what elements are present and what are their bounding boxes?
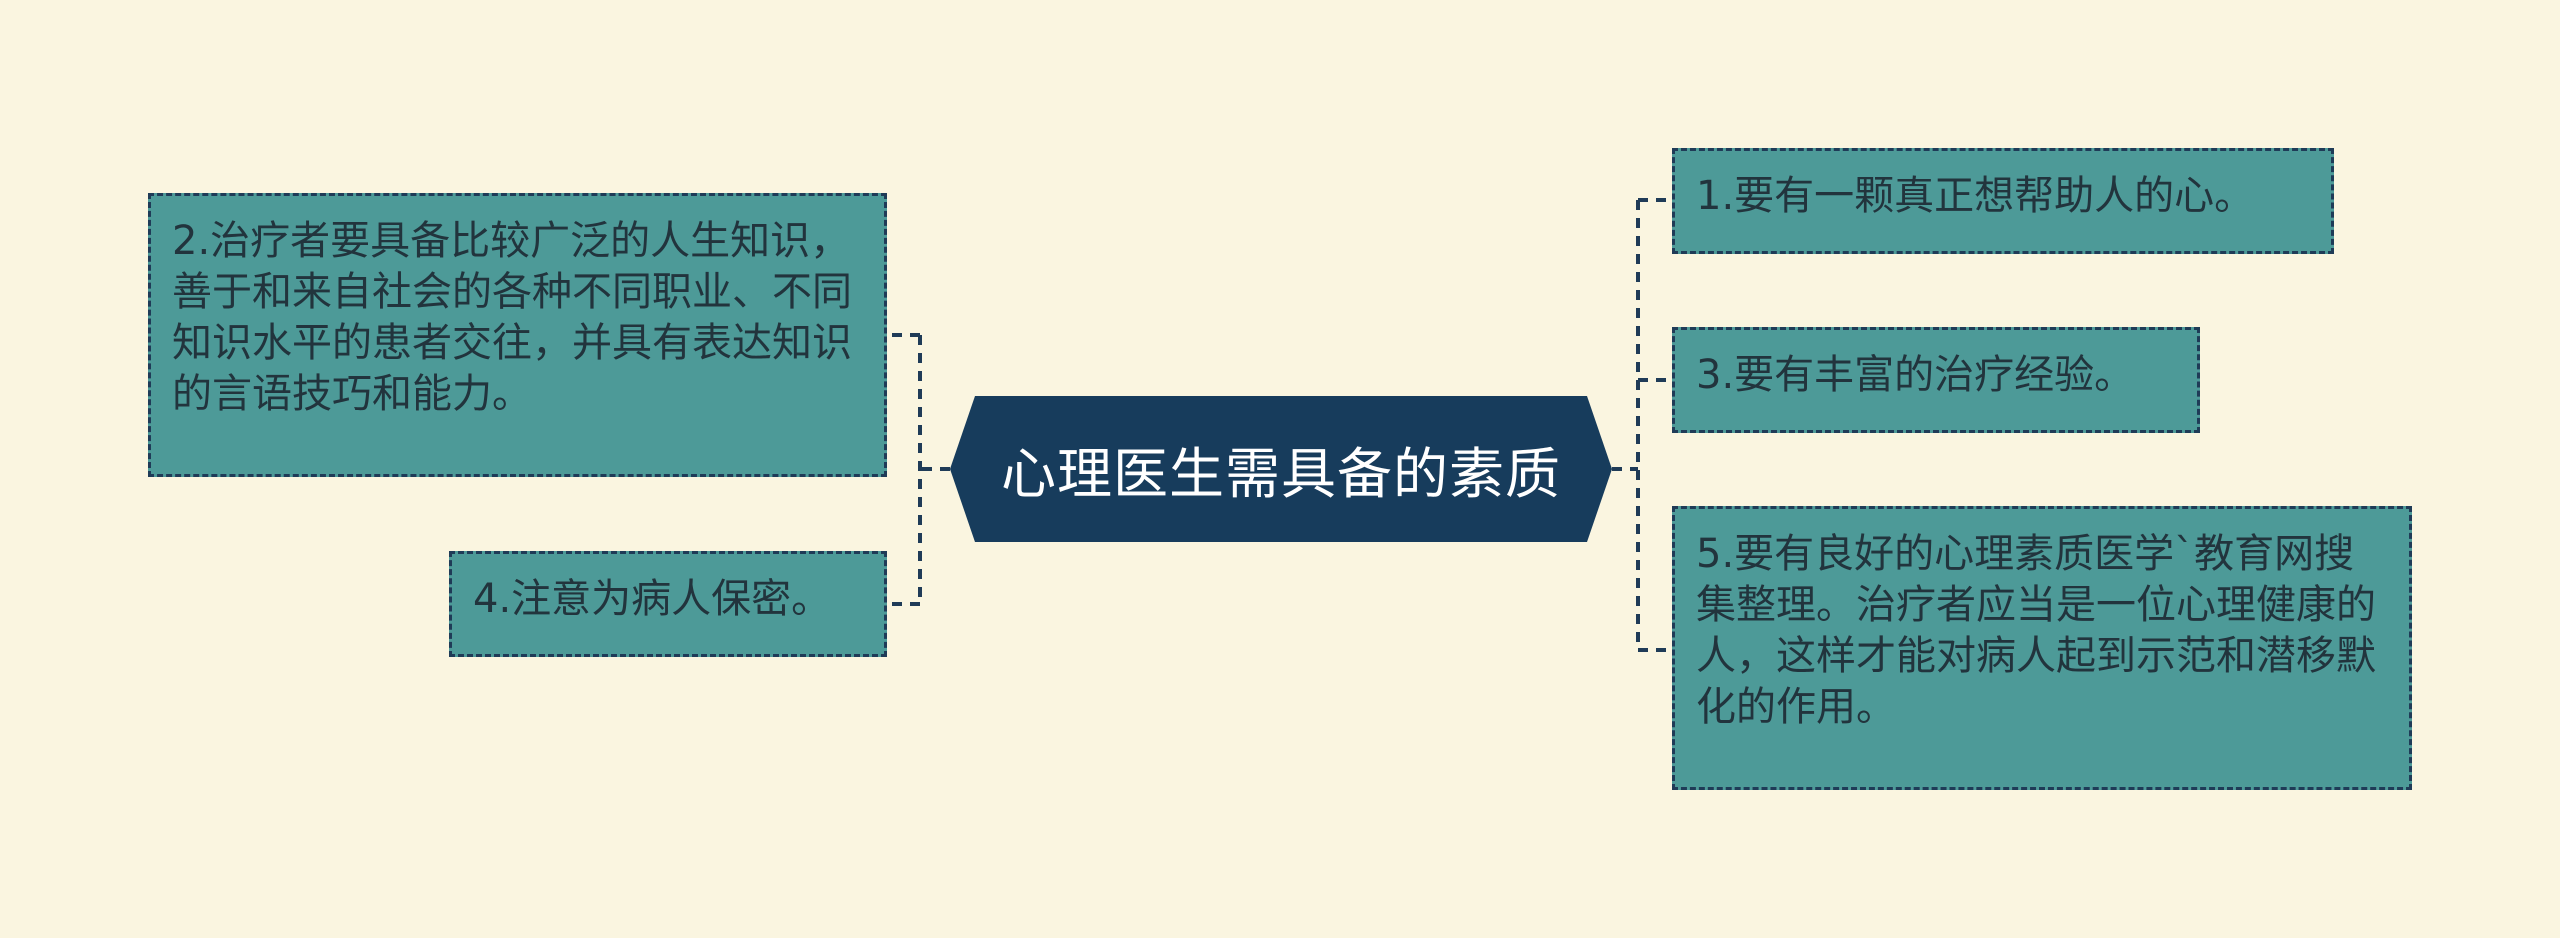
branch-node-1[interactable]: 1.要有一颗真正想帮助人的心。 (1672, 148, 2334, 254)
central-topic-label: 心理医生需具备的素质 (1000, 442, 1561, 506)
branch-node-4[interactable]: 4.注意为病人保密。 (449, 551, 887, 657)
branch-node-5[interactable]: 5.要有良好的心理素质医学`教育网搜集整理。治疗者应当是一位心理健康的人，这样才… (1672, 506, 2412, 790)
central-topic-shape (950, 396, 1612, 542)
central-topic[interactable]: 心理医生需具备的素质 (950, 396, 1612, 542)
branch-node-3-label: 3.要有丰富的治疗经验。 (1696, 352, 2135, 398)
branch-node-2-label: 2.治疗者要具备比较广泛的人生知识，善于和来自社会的各种不同职业、不同知识水平的… (172, 218, 852, 417)
branch-node-2[interactable]: 2.治疗者要具备比较广泛的人生知识，善于和来自社会的各种不同职业、不同知识水平的… (148, 193, 887, 477)
branch-node-3[interactable]: 3.要有丰富的治疗经验。 (1672, 327, 2200, 433)
branch-node-4-label: 4.注意为病人保密。 (473, 576, 832, 622)
branch-node-5-label: 5.要有良好的心理素质医学`教育网搜集整理。治疗者应当是一位心理健康的人，这样才… (1696, 531, 2376, 730)
branch-node-1-label: 1.要有一颗真正想帮助人的心。 (1696, 173, 2255, 219)
